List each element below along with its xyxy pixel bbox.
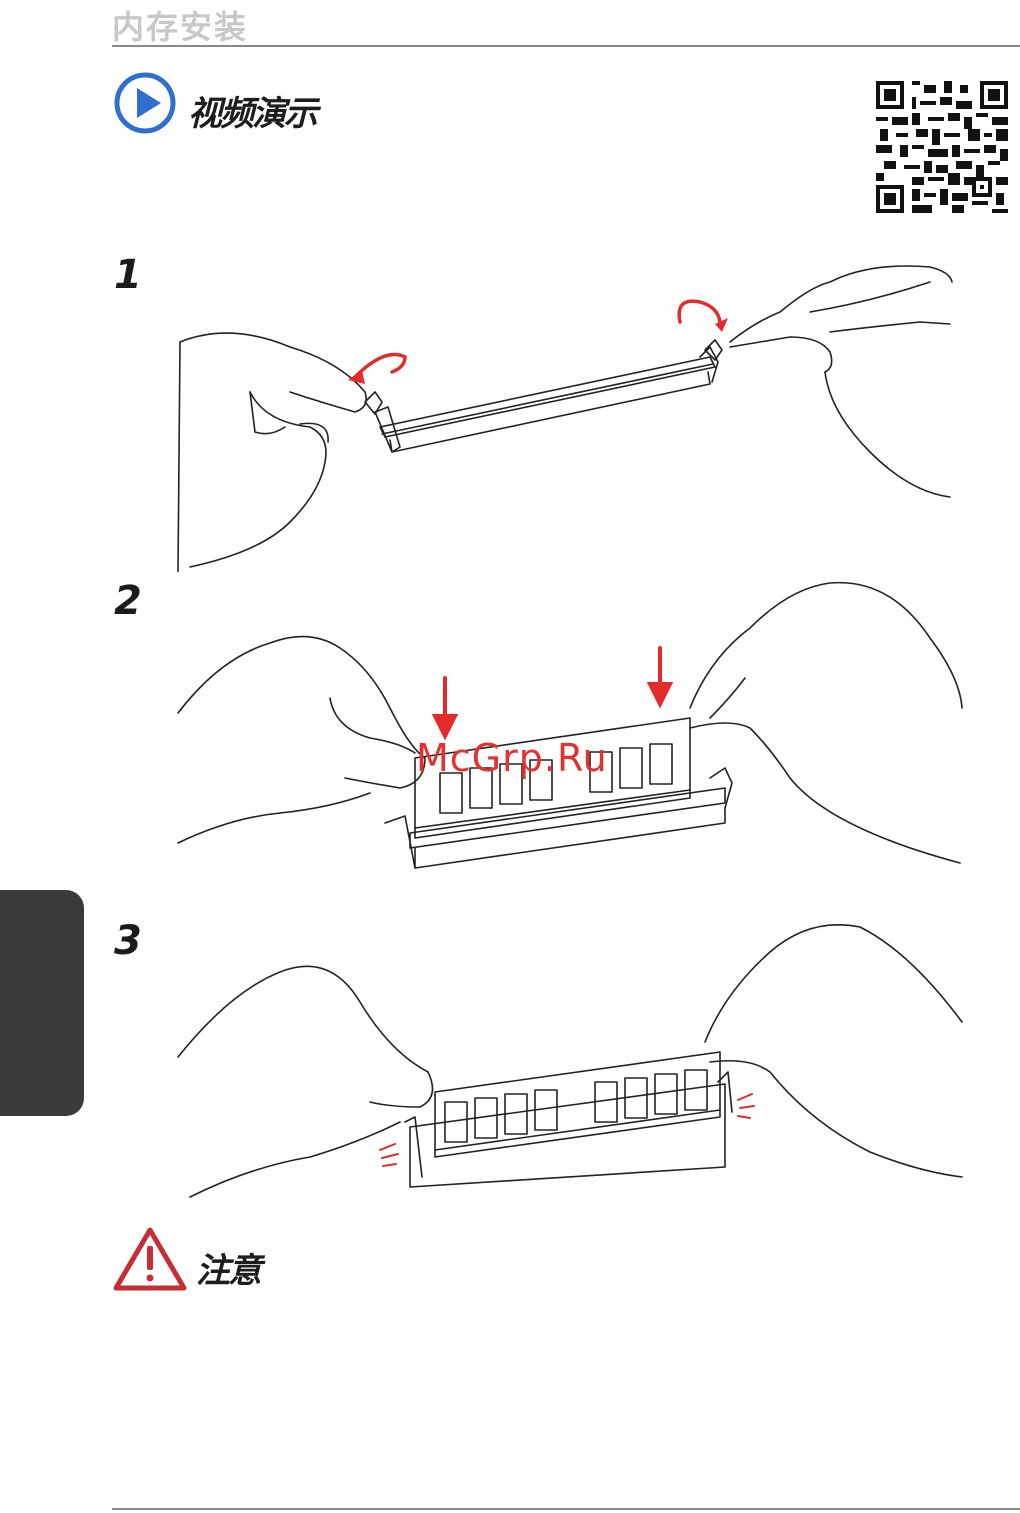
chapter-side-tab (0, 890, 84, 1116)
step-2-illustration (170, 578, 970, 878)
step-1-illustration (170, 252, 970, 572)
step-3-number: 3 (114, 918, 142, 964)
page-title: 内存安装 (112, 2, 248, 48)
step-2-number: 2 (114, 578, 142, 624)
qr-code (876, 78, 1008, 216)
step-3-illustration (170, 912, 970, 1202)
play-icon[interactable] (113, 71, 177, 135)
watermark: McGrp.Ru (416, 736, 608, 780)
step-1-number: 1 (114, 252, 142, 298)
warning-label: 注意 (196, 1243, 260, 1292)
header-divider (112, 45, 1020, 47)
footer-divider (112, 1508, 1020, 1510)
warning-triangle-icon (113, 1226, 187, 1292)
video-demo-label[interactable]: 视频演示 (188, 86, 316, 135)
